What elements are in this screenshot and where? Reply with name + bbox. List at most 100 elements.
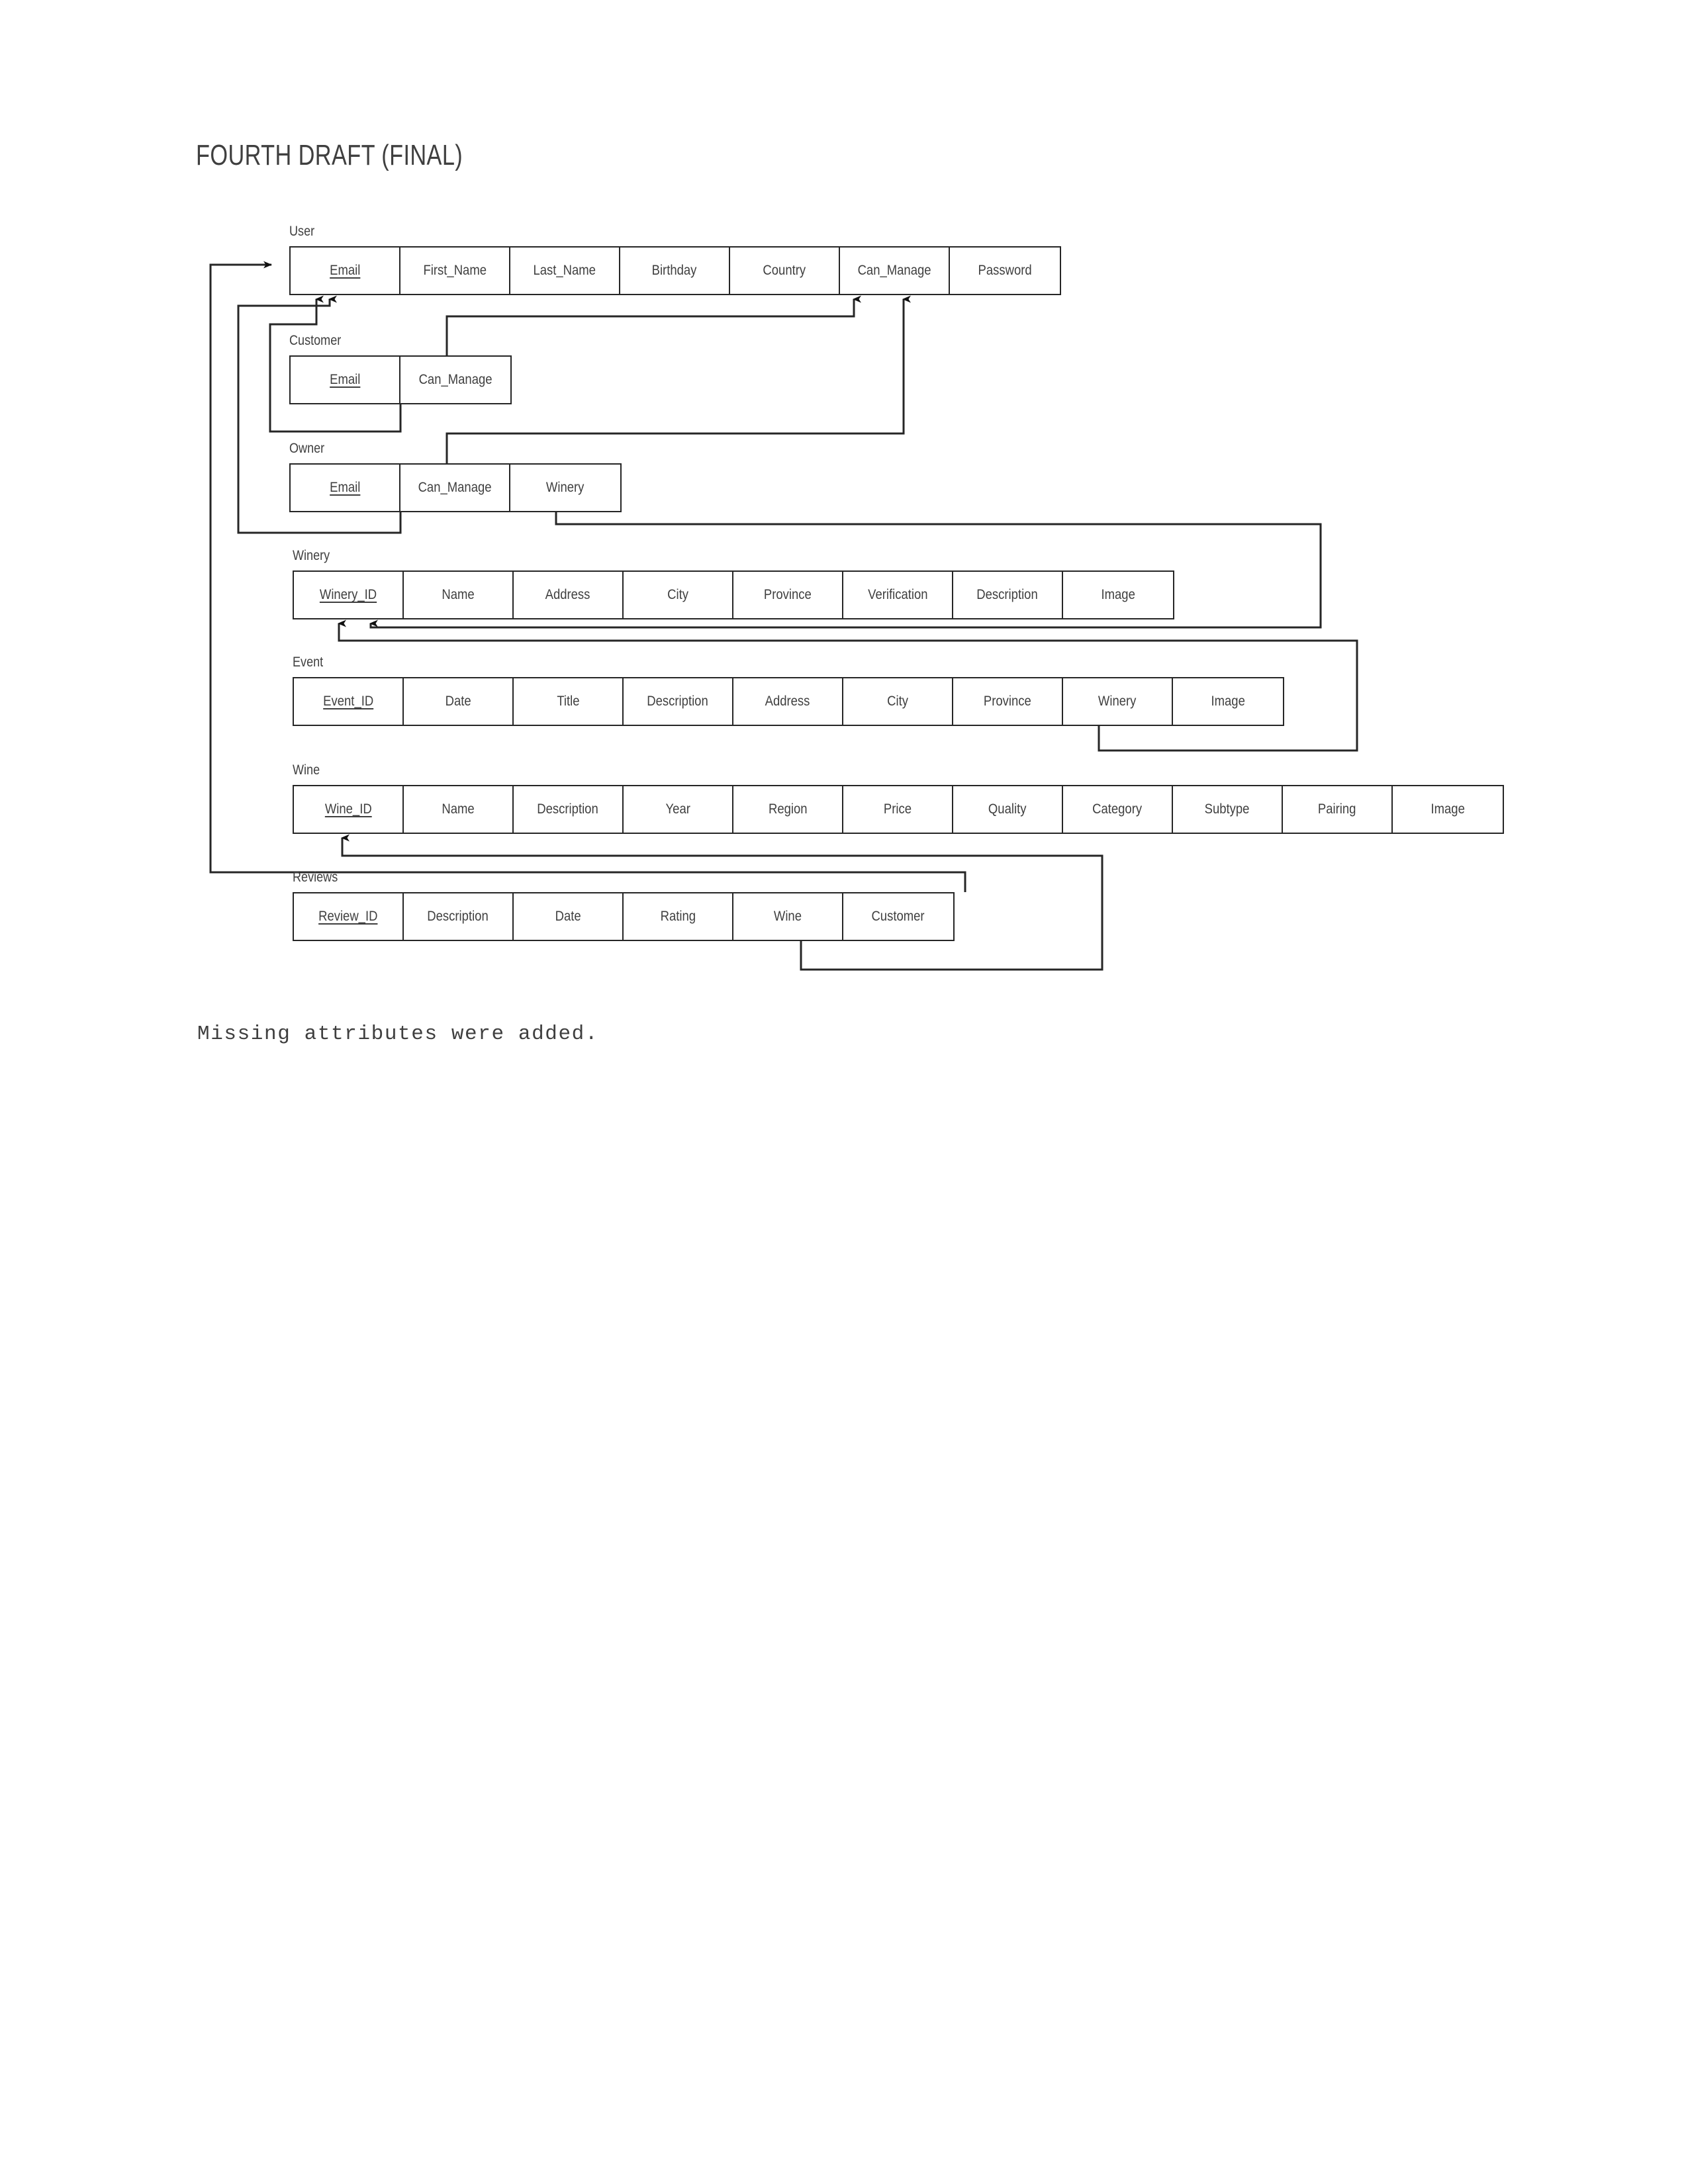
attribute-label: Image xyxy=(1430,801,1465,817)
attribute-winery-image: Image xyxy=(1063,572,1173,618)
attribute-reviews-date: Date xyxy=(514,893,624,940)
attribute-event-description: Description xyxy=(624,678,733,725)
attribute-label: Subtype xyxy=(1205,801,1250,817)
attribute-event-title: Title xyxy=(514,678,624,725)
attribute-wine-image: Image xyxy=(1393,786,1503,833)
attribute-label: Image xyxy=(1211,694,1245,709)
attribute-label: Name xyxy=(442,587,475,602)
attribute-label: Country xyxy=(763,263,806,278)
attribute-label: Date xyxy=(445,694,471,709)
attribute-wine-wine-id: Wine_ID xyxy=(294,786,404,833)
attribute-event-event-id: Event_ID xyxy=(294,678,404,725)
attribute-label: Province xyxy=(984,694,1031,709)
attribute-label: Address xyxy=(545,587,590,602)
attribute-event-winery: Winery xyxy=(1063,678,1173,725)
attribute-label: City xyxy=(887,694,908,709)
attribute-label: Year xyxy=(665,801,690,817)
entity-label-wine: Wine xyxy=(293,762,320,778)
attribute-winery-winery-id: Winery_ID xyxy=(294,572,404,618)
attribute-label: Pairing xyxy=(1318,801,1356,817)
attribute-label: Password xyxy=(978,263,1032,278)
attribute-user-can-manage: Can_Manage xyxy=(840,248,950,294)
entity-label-owner: Owner xyxy=(289,441,325,456)
attribute-winery-description: Description xyxy=(953,572,1063,618)
entity-label-customer: Customer xyxy=(289,333,342,348)
attribute-wine-category: Category xyxy=(1063,786,1173,833)
attribute-event-address: Address xyxy=(733,678,843,725)
attribute-reviews-wine: Wine xyxy=(733,893,843,940)
attribute-label: Description xyxy=(427,909,489,924)
attribute-label: Region xyxy=(768,801,808,817)
attribute-label: Description xyxy=(537,801,599,817)
attribute-label: Title xyxy=(556,694,580,709)
attribute-customer-email: Email xyxy=(291,357,400,403)
attribute-row: Review_ID Description Date Rating Wine Custom… xyxy=(293,892,955,941)
attribute-event-date: Date xyxy=(404,678,514,725)
attribute-label: Review_ID xyxy=(318,909,378,924)
attribute-label: First_Name xyxy=(423,263,487,278)
attribute-label: Province xyxy=(764,587,812,602)
attribute-user-last-name: Last_Name xyxy=(510,248,620,294)
attribute-label: Price xyxy=(883,801,912,817)
attribute-wine-year: Year xyxy=(624,786,733,833)
attribute-owner-winery: Winery xyxy=(510,465,620,511)
attribute-user-birthday: Birthday xyxy=(620,248,730,294)
attribute-label: Winery_ID xyxy=(319,587,377,602)
attribute-wine-pairing: Pairing xyxy=(1283,786,1393,833)
relationship-owner-can-manage-to-user-can-manage xyxy=(445,295,911,463)
attribute-row: Event_ID Date Title Description Address City P… xyxy=(293,677,1284,726)
attribute-row: Wine_ID Name Description Year Region Price Qua… xyxy=(293,785,1504,834)
attribute-winery-province: Province xyxy=(733,572,843,618)
entity-label-winery: Winery xyxy=(293,548,330,563)
attribute-label: Customer xyxy=(871,909,925,924)
attribute-label: Description xyxy=(647,694,709,709)
attribute-reviews-customer: Customer xyxy=(843,893,953,940)
attribute-label: Address xyxy=(765,694,810,709)
attribute-label: Email xyxy=(329,263,361,278)
attribute-label: Verification xyxy=(867,587,928,602)
entity-label-event: Event xyxy=(293,655,324,670)
attribute-winery-city: City xyxy=(624,572,733,618)
attribute-label: Can_Manage xyxy=(857,263,931,278)
attribute-wine-subtype: Subtype xyxy=(1173,786,1283,833)
entity-label-user: User xyxy=(289,224,315,239)
attribute-label: Date xyxy=(555,909,581,924)
attribute-user-password: Password xyxy=(950,248,1060,294)
attribute-user-email: Email xyxy=(291,248,400,294)
attribute-label: Rating xyxy=(660,909,696,924)
page-title: FOURTH DRAFT (FINAL) xyxy=(196,139,463,171)
attribute-label: Quality xyxy=(988,801,1027,817)
attribute-label: Name xyxy=(442,801,475,817)
caption-text: Missing attributes were added. xyxy=(197,1023,599,1046)
attribute-label: Wine xyxy=(773,909,802,924)
attribute-winery-address: Address xyxy=(514,572,624,618)
entity-label-reviews: Reviews xyxy=(293,870,338,885)
attribute-wine-description: Description xyxy=(514,786,624,833)
attribute-event-city: City xyxy=(843,678,953,725)
attribute-reviews-rating: Rating xyxy=(624,893,733,940)
attribute-customer-can-manage: Can_Manage xyxy=(400,357,510,403)
attribute-label: Wine_ID xyxy=(324,801,372,817)
attribute-wine-quality: Quality xyxy=(953,786,1063,833)
attribute-wine-region: Region xyxy=(733,786,843,833)
attribute-label: Winery xyxy=(1098,694,1137,709)
attribute-label: Can_Manage xyxy=(418,480,492,495)
attribute-label: Winery xyxy=(546,480,585,495)
relationship-connectors xyxy=(209,261,1358,971)
attribute-winery-name: Name xyxy=(404,572,514,618)
attribute-wine-price: Price xyxy=(843,786,953,833)
attribute-label: Event_ID xyxy=(322,694,374,709)
attribute-label: City xyxy=(667,587,688,602)
attribute-label: Description xyxy=(976,587,1039,602)
